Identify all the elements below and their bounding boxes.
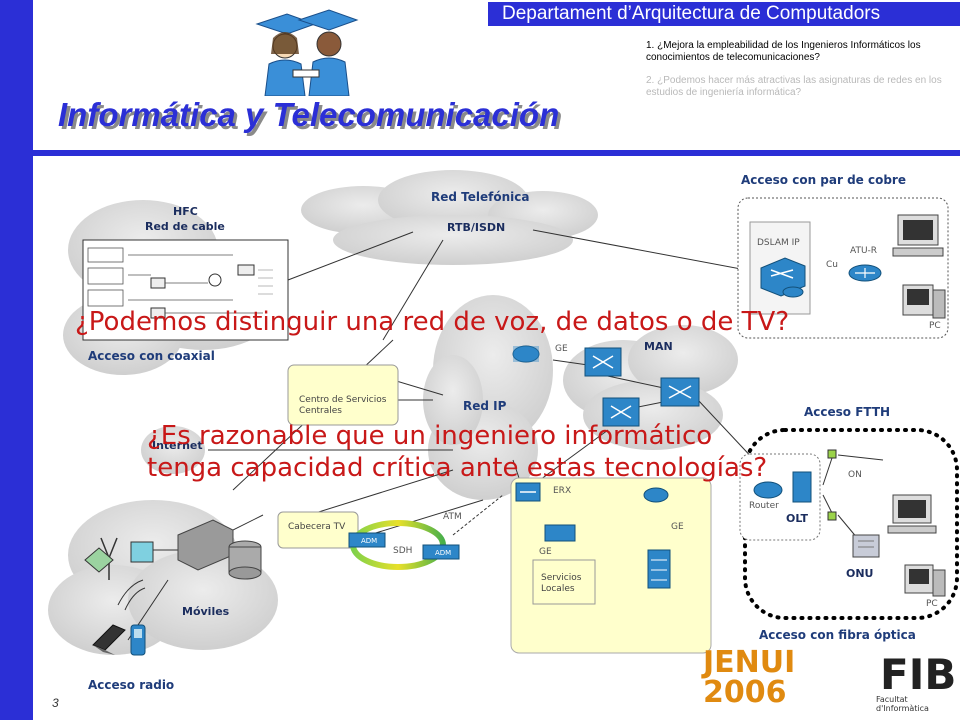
label-red-ip: Red IP (463, 399, 507, 413)
label-router: Router (749, 501, 779, 511)
cloud-internet (141, 426, 205, 474)
label-on: ON (848, 470, 862, 480)
jenui-logo-line-2: 2006 (703, 675, 787, 710)
left-accent-bar (0, 0, 33, 720)
label-cabecera-tv: Cabecera TV (288, 522, 346, 532)
svg-text:ADM: ADM (361, 537, 377, 545)
department-banner: Departament d’Arquitectura de Computador… (488, 2, 960, 26)
graduates-icon (255, 9, 359, 96)
antenna-tower (84, 537, 154, 580)
hfc-schematic (82, 239, 289, 341)
label-rtb-isdn: RTB/ISDN (447, 221, 506, 234)
man-switch-1 (584, 347, 622, 377)
label-ge-local-1: GE (539, 547, 552, 557)
label-centro-servicios: Centro de Servicios Centrales (299, 395, 387, 416)
servicios-locales-box (532, 559, 596, 605)
pc-desktop-top (892, 214, 944, 257)
splitter-2 (827, 511, 837, 521)
label-olt: OLT (786, 512, 809, 525)
adm-right (422, 544, 460, 560)
svg-text:ADM: ADM (435, 549, 451, 557)
label-acceso-radio: Acceso radio (88, 678, 175, 692)
page-number: 3 (52, 696, 59, 710)
label-ge-ip: GE (555, 344, 568, 354)
label-hfc: HFC (173, 205, 198, 218)
splitter-1 (827, 449, 837, 459)
server-rack (647, 549, 671, 589)
label-acceso-cobre: Acceso con par de cobre (741, 173, 906, 187)
onu-device (852, 534, 880, 558)
label-moviles: Móviles (182, 605, 230, 618)
label-acceso-coaxial: Acceso con coaxial (88, 349, 215, 363)
adm-left (348, 532, 386, 548)
cloud-man (563, 325, 738, 450)
mobile-phone (130, 624, 146, 656)
label-onu: ONU (846, 567, 874, 580)
label-atm: ATM (443, 512, 462, 522)
atu-r-router (848, 264, 882, 282)
local-services-panel (510, 477, 712, 654)
overlay-question-2: ¿Es razonable que un ingeniero informáti… (147, 420, 767, 484)
olt-device (792, 471, 812, 503)
jenui-logo-line-1: JENUI (703, 645, 796, 680)
ftth-router (753, 481, 783, 499)
man-switch-3 (602, 397, 640, 427)
title-divider (33, 150, 960, 156)
overlay-question-1: ¿Podemos distinguir una red de voz, de d… (75, 307, 790, 337)
label-man: MAN (644, 340, 673, 353)
label-servicios-locales: Servicios Locales (541, 573, 582, 594)
label-pc-top: PC (929, 321, 941, 331)
overlay-question-2-line-2: tenga capacidad crítica ante estas tecno… (147, 453, 768, 483)
ge-router-2 (643, 487, 669, 503)
pc-tower-top (902, 284, 946, 319)
label-cu: Cu (826, 260, 838, 270)
router-ip (512, 345, 540, 363)
fib-logo: FIB (880, 650, 957, 699)
erx-router (515, 482, 541, 502)
label-sdh: SDH (393, 546, 413, 556)
jenui-logo: JENUI 2006 (703, 648, 795, 708)
label-red-de-cable: Red de cable (145, 220, 225, 233)
label-ge-local-2: GE (671, 522, 684, 532)
label-erx: ERX (553, 486, 572, 496)
cloud-red-ip (423, 295, 553, 500)
pc-tower-bottom (904, 564, 946, 597)
ge-switch-1 (544, 524, 576, 542)
question-2-text: 2. ¿Podemos hacer más atractivas las asi… (646, 75, 942, 98)
fib-subtitle: Facultat d'Informàtica (876, 695, 929, 713)
label-red-telefonica: Red Telefónica (431, 190, 530, 204)
network-diagram: ADM ADM (48, 170, 959, 656)
pc-desktop-bottom (887, 494, 937, 534)
label-dslam: DSLAM IP (757, 238, 800, 248)
label-acceso-fibra: Acceso con fibra óptica (759, 628, 916, 642)
dslam-switch (760, 257, 806, 298)
label-atu-r: ATU-R (850, 246, 878, 256)
label-pc-bottom: PC (926, 599, 938, 609)
centro-servicios-box (287, 364, 399, 426)
slide-title: Informática y Telecomunicación (58, 96, 560, 133)
label-internet: Internet (152, 439, 203, 452)
man-switch-2 (660, 377, 700, 407)
label-acceso-ftth: Acceso FTTH (804, 405, 891, 419)
cabecera-tv-box (277, 511, 359, 549)
overlay-question-2-line-1: ¿Es razonable que un ingeniero informáti… (147, 421, 713, 451)
laptop (92, 624, 126, 655)
base-station (177, 519, 262, 580)
question-1-text: 1. ¿Mejora la empleabilidad de los Ingen… (646, 40, 921, 63)
cloud-red-telefonica (301, 170, 598, 265)
